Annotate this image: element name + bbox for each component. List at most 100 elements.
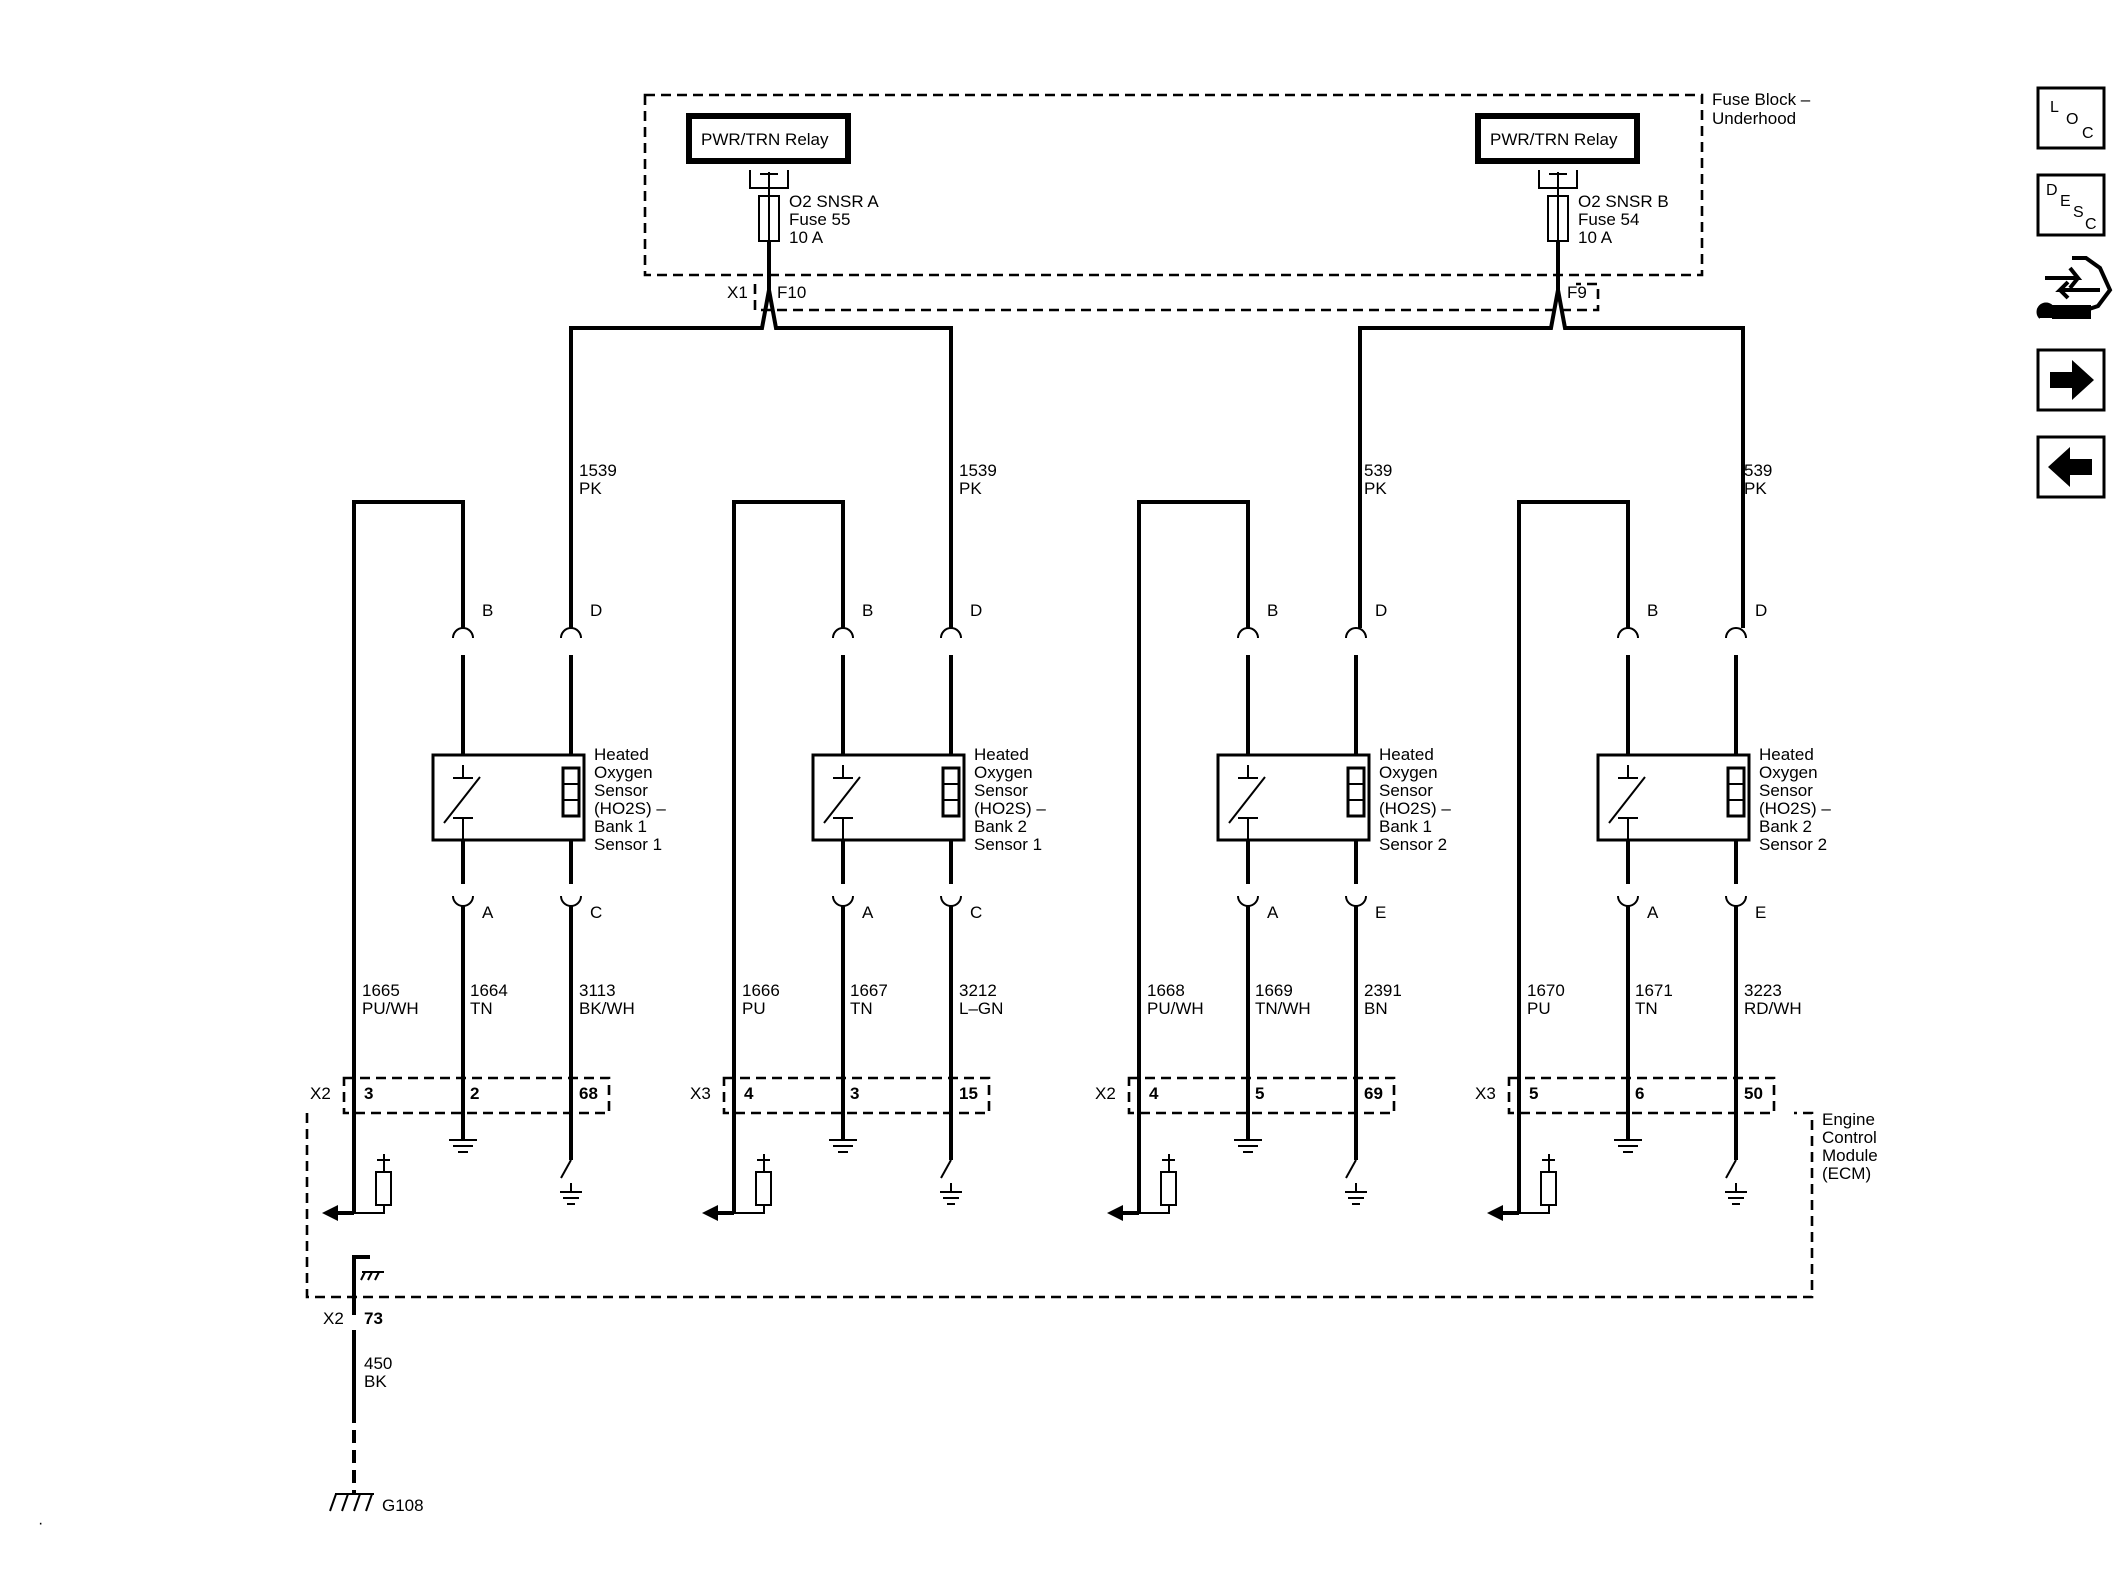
sensor-name-label: Sensor (974, 781, 1028, 800)
wire-color-label: BK/WH (579, 999, 635, 1018)
connector-label: X2 (310, 1084, 331, 1103)
ecm-connector (1507, 1076, 1776, 1115)
connector-A (832, 895, 854, 907)
fuse-label: 10 A (1578, 228, 1613, 247)
sensor-name-label: Sensor 1 (974, 835, 1042, 854)
sensor-name-label: Bank 1 (594, 817, 647, 836)
sensor-name-label: Sensor 2 (1759, 835, 1827, 854)
fuse-54 (1538, 170, 1578, 290)
signal-loop-wire (352, 500, 465, 1213)
loc-icon[interactable] (2036, 86, 2106, 150)
wire-circuit-label: 3113 (579, 981, 616, 1000)
sensor-group (702, 500, 966, 1221)
wire-circuit-label: 3223 (1744, 981, 1782, 1000)
relay-label: PWR/TRN Relay (701, 130, 829, 149)
loc-letter: O (2066, 111, 2078, 128)
ground-label: G108 (382, 1496, 424, 1515)
pin-label: 5 (1255, 1084, 1264, 1103)
connector-wrench-icon[interactable] (2036, 256, 2113, 319)
loc-letter: L (2050, 99, 2059, 116)
pin-label: 3 (364, 1084, 373, 1103)
fuse-label: 10 A (789, 228, 824, 247)
sensor-name-label: Oxygen (1759, 763, 1818, 782)
pin-label: C (590, 903, 602, 922)
wire-circuit-label: 1539 (959, 461, 997, 480)
sensor-name-label: (HO2S) – (1379, 799, 1451, 818)
sensor-name-label: Heated (974, 745, 1029, 764)
signal-loop-wire (732, 500, 845, 1213)
wire-color-label: TN (470, 999, 493, 1018)
connector-label: X3 (1475, 1084, 1496, 1103)
relay-box (686, 113, 851, 164)
sensor-name-label: Heated (1759, 745, 1814, 764)
nav-loc-button[interactable]: L O C (2036, 86, 2106, 150)
pin-label: B (482, 601, 493, 620)
sensor-name-label: Sensor 1 (594, 835, 662, 854)
wire-color-label: PU (1527, 999, 1551, 1018)
sensor-name-label: Oxygen (974, 763, 1033, 782)
connector-B (832, 627, 854, 639)
connector-D (560, 627, 582, 639)
relay-label: PWR/TRN Relay (1490, 130, 1618, 149)
sensor-name-label: Sensor (1379, 781, 1433, 800)
pin-label: A (862, 903, 874, 922)
ecm-module: Engine Control Module (ECM) (305, 1110, 1878, 1299)
wire-circuit-label: 1666 (742, 981, 780, 1000)
sensor-name-label: Sensor 2 (1379, 835, 1447, 854)
connector-label: X3 (690, 1084, 711, 1103)
wire-color-label: PK (1744, 479, 1767, 498)
pin-label: E (1755, 903, 1766, 922)
nav-desc-button[interactable]: D E S C (2036, 173, 2106, 237)
dot-mark: · (38, 1515, 43, 1532)
pin-label: C (970, 903, 982, 922)
sensor-name-label: Sensor (1759, 781, 1813, 800)
heater-element (1726, 766, 1746, 818)
arrow-right-icon[interactable] (2036, 348, 2106, 412)
sensor-name-label: Bank 2 (974, 817, 1027, 836)
sensor-box (431, 753, 586, 842)
wire-circuit-label: 1664 (470, 981, 508, 1000)
pin-label: B (1647, 601, 1658, 620)
desc-icon[interactable] (2036, 173, 2106, 237)
terminal-label: F9 (1567, 283, 1587, 302)
wire-circuit-label: 450 (364, 1354, 392, 1373)
connector-B (452, 627, 474, 639)
pin-label: D (1755, 601, 1767, 620)
fuse-block-label: Underhood (1712, 109, 1796, 128)
terminal-label: F10 (777, 283, 806, 302)
connector-C (940, 895, 962, 907)
fuse-label: O2 SNSR A (789, 192, 879, 211)
sensor-name-label: (HO2S) – (594, 799, 666, 818)
sensor-name-label: (HO2S) – (1759, 799, 1831, 818)
wire-circuit-label: 1671 (1635, 981, 1673, 1000)
pin-label: 50 (1744, 1084, 1763, 1103)
pin-label: 2 (470, 1084, 479, 1103)
connector-B (1237, 627, 1259, 639)
wire-circuit-label: 539 (1744, 461, 1772, 480)
pin-label: E (1375, 903, 1386, 922)
connector-A (452, 895, 474, 907)
wire-color-label: PK (959, 479, 982, 498)
arrow-left-icon[interactable] (2036, 435, 2106, 499)
pin-label: 3 (850, 1084, 859, 1103)
wire-color-label: TN (1635, 999, 1658, 1018)
sensor-group (1107, 500, 1371, 1221)
ecm-label: Module (1822, 1146, 1878, 1165)
pin-label: 69 (1364, 1084, 1383, 1103)
wire-color-label: TN (850, 999, 873, 1018)
pin-label: 73 (364, 1309, 383, 1328)
ecm-connector (1127, 1076, 1396, 1115)
fuse-55 (749, 170, 789, 290)
connector-D (1725, 627, 1747, 639)
sensor-group (1487, 500, 1751, 1221)
sensor-box (1216, 753, 1371, 842)
ecm-label: Control (1822, 1128, 1877, 1147)
pin-label: A (482, 903, 494, 922)
sensor-name-label: Bank 2 (1759, 817, 1812, 836)
signal-loop-wire (1137, 500, 1250, 1213)
wire-circuit-label: 1667 (850, 981, 888, 1000)
connector-C (560, 895, 582, 907)
connector-A (1237, 895, 1259, 907)
wire-color-label: PU/WH (362, 999, 419, 1018)
